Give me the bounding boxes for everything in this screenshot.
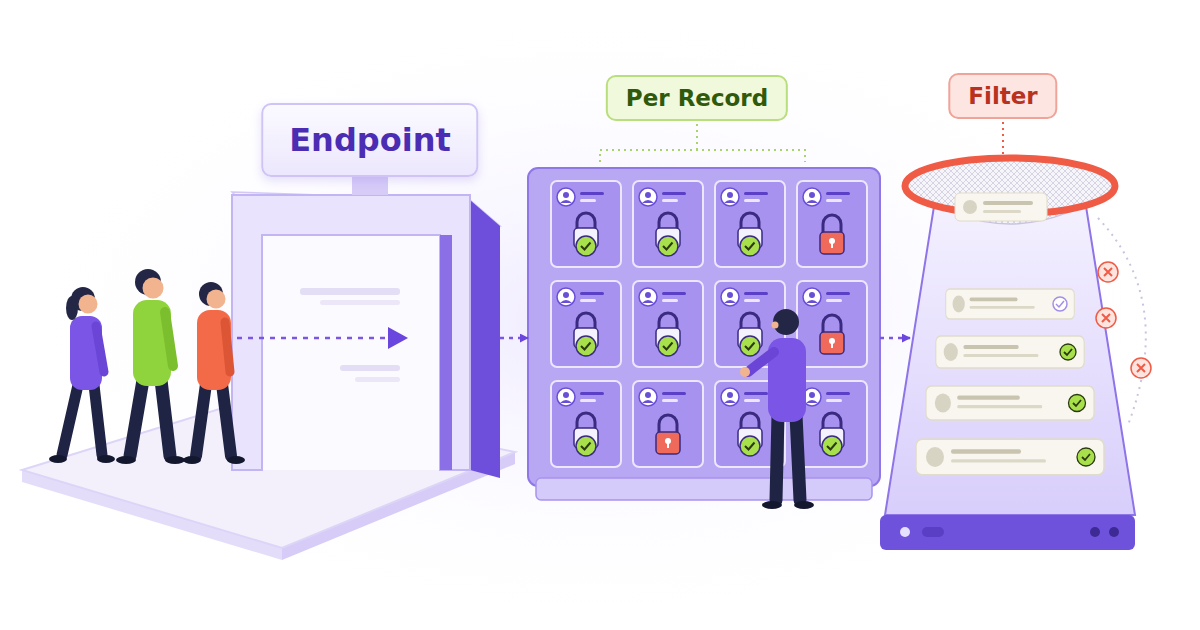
text-line (983, 210, 1021, 213)
base-light (1109, 527, 1119, 537)
filter-funnel (885, 200, 1135, 515)
check-mark (1064, 349, 1072, 355)
bracket-stem (696, 122, 698, 150)
hair (773, 309, 799, 335)
gate-endpoint: Endpoint (20, 100, 500, 560)
person-leg (796, 415, 800, 500)
shoe (49, 455, 67, 463)
person-leg (776, 415, 778, 500)
person-arm (165, 312, 173, 366)
tag-stem (1002, 122, 1004, 158)
motion-line (340, 365, 400, 371)
avatar (963, 200, 977, 214)
check-badge (1077, 448, 1095, 466)
person-leg (222, 384, 231, 456)
reject-badge (1098, 262, 1118, 282)
locker-cabinet (528, 168, 880, 486)
locker-open (633, 281, 703, 367)
gate-frame (232, 195, 470, 470)
face (79, 295, 98, 314)
base-light (1090, 527, 1100, 537)
locker-per-record: Per Record (528, 72, 880, 502)
motion-line (355, 377, 400, 382)
record-card (926, 386, 1094, 420)
cabinet-base (536, 478, 872, 500)
record-card (916, 439, 1104, 475)
locker-locked (797, 281, 867, 367)
face (207, 290, 226, 309)
check-badge (1069, 395, 1086, 412)
motion-line (300, 288, 400, 295)
check-mark (1073, 400, 1081, 406)
reject-x (1104, 268, 1112, 276)
bracket (600, 150, 805, 162)
person-leg (130, 380, 143, 456)
node-label: Per Record (606, 75, 788, 121)
gate-post-inner (440, 235, 452, 470)
person-leg (94, 385, 102, 455)
locker-open (551, 281, 621, 367)
shoe (97, 455, 115, 463)
filter-base (880, 515, 1135, 550)
person-leg (62, 385, 78, 455)
locker-open (797, 381, 867, 467)
check-mark (1082, 454, 1090, 460)
flow-connector (500, 337, 528, 340)
locker-open (551, 381, 621, 467)
person-torso (197, 310, 231, 390)
motion-line (320, 300, 400, 305)
person-arm (225, 322, 230, 372)
flow-arrow (226, 337, 392, 340)
gate-opening (262, 235, 440, 470)
person-arm (96, 326, 104, 372)
flow-connector (880, 337, 910, 340)
face (143, 278, 164, 299)
reject-badge (1096, 308, 1116, 328)
check-mark (1056, 301, 1064, 307)
reject-badge (1131, 358, 1151, 378)
person-leg (161, 380, 170, 456)
shoe (165, 456, 185, 464)
pending-badge (1053, 297, 1067, 311)
hand (740, 367, 750, 377)
record-card (955, 193, 1047, 221)
record-card (936, 336, 1084, 368)
node-label: Endpoint (261, 103, 478, 177)
shoe (794, 501, 814, 509)
locker-open (551, 181, 621, 267)
reject-x (1137, 364, 1145, 372)
gate-post-side (470, 200, 500, 478)
person-leg (196, 384, 206, 456)
locker-locked (797, 181, 867, 267)
check-badge (1060, 344, 1076, 360)
base-light (900, 527, 910, 537)
arrow-head (388, 327, 408, 349)
filter-sieve: Filter (910, 70, 1160, 550)
record-card (946, 289, 1075, 319)
base-slot (922, 527, 944, 537)
reject-x (1102, 314, 1110, 322)
shoe (116, 456, 136, 464)
sign-support (352, 175, 388, 195)
ear (772, 322, 779, 329)
person-arm (748, 352, 774, 372)
shoe (762, 501, 782, 509)
text-line (983, 201, 1033, 205)
node-label: Filter (948, 73, 1057, 119)
locker-open (715, 181, 785, 267)
shoe (183, 456, 201, 464)
shoe (227, 456, 245, 464)
locker-locked (633, 381, 703, 467)
locker-open (633, 181, 703, 267)
